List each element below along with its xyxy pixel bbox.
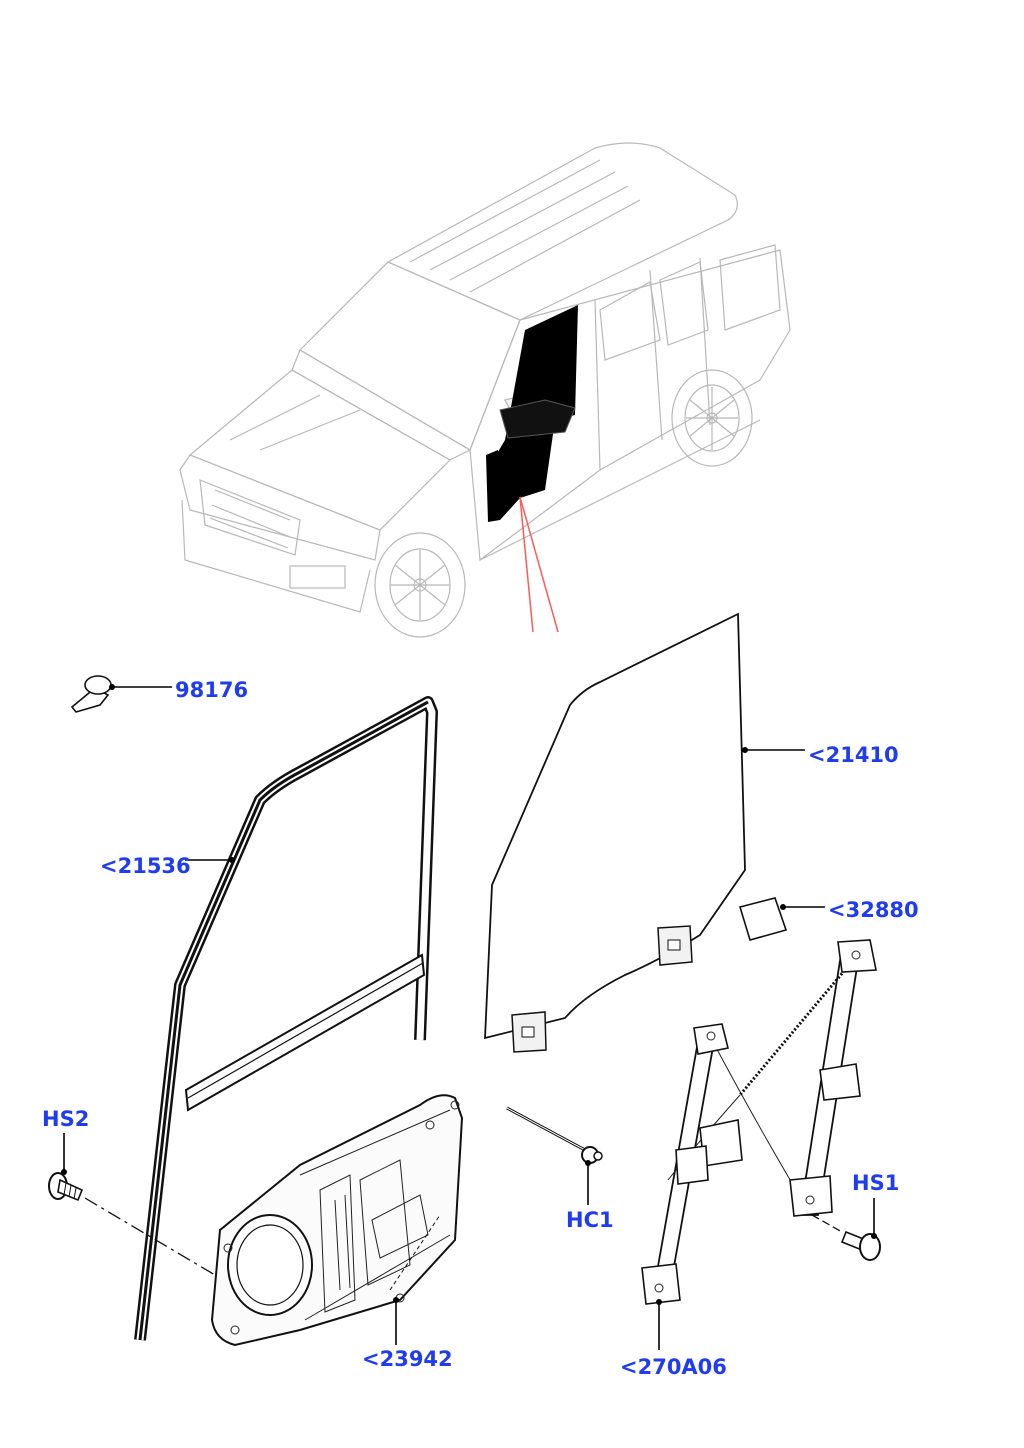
- callout-21410[interactable]: <21410: [808, 743, 899, 767]
- leader-dot-21536: [229, 857, 235, 863]
- part-21410-door-glass: [484, 612, 746, 1053]
- callout-hs1[interactable]: HS1: [852, 1171, 899, 1195]
- part-32880-pad: [738, 897, 788, 941]
- hs2-dash-line: [84, 1197, 216, 1276]
- part-98176-clip-icon: [70, 675, 112, 713]
- callout-270a06[interactable]: <270A06: [620, 1355, 727, 1379]
- leader-dot-32880: [780, 904, 786, 910]
- leader-dot-hs1: [871, 1233, 877, 1239]
- part-23942-door-module: [210, 1094, 464, 1347]
- vehicle-overview-illustration: [179, 142, 791, 638]
- leader-dot-98176: [109, 684, 115, 690]
- leader-dot-23942: [393, 1297, 399, 1303]
- leader-dot-hs2: [61, 1169, 67, 1175]
- part-21536-door-frame-seal: [134, 696, 438, 1341]
- part-hs2-bolt: [48, 1172, 84, 1202]
- part-hc1-cable: [506, 1106, 603, 1164]
- leader-dot-270a06: [656, 1299, 662, 1305]
- leader-dot-21410: [742, 747, 748, 753]
- callout-98176[interactable]: 98176: [175, 678, 248, 702]
- leader-dot-hc1: [585, 1160, 591, 1166]
- hs1-dash-line: [811, 1214, 843, 1233]
- callout-32880[interactable]: <32880: [828, 898, 919, 922]
- callout-21536[interactable]: <21536: [100, 854, 191, 878]
- part-hs1-bolt: [840, 1230, 881, 1261]
- callout-23942[interactable]: <23942: [362, 1347, 453, 1371]
- part-270a06-window-regulator: [641, 939, 877, 1305]
- callout-hs2[interactable]: HS2: [42, 1107, 89, 1131]
- callout-hc1[interactable]: HC1: [566, 1208, 614, 1232]
- highlighted-front-door-region: [486, 305, 578, 522]
- pointer-lines: [519, 496, 559, 633]
